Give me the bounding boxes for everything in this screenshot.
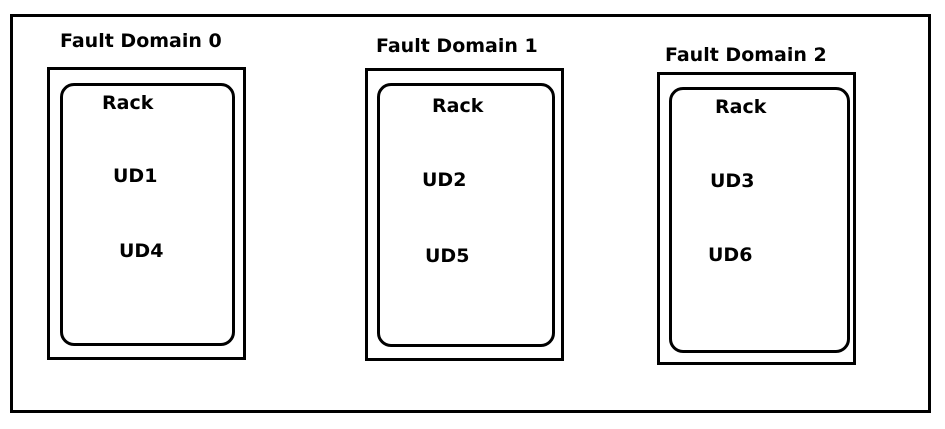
- fault-domain-1-box: Rack UD2 UD5: [365, 68, 564, 361]
- update-domain-label: UD5: [425, 245, 470, 267]
- diagram-frame: [10, 14, 931, 413]
- update-domain-label: UD1: [113, 165, 158, 187]
- rack-0-label: Rack: [102, 92, 154, 114]
- fault-domain-2-title: Fault Domain 2: [665, 44, 827, 66]
- fault-domain-1-title: Fault Domain 1: [376, 35, 538, 57]
- fault-domain-2-box: Rack UD3 UD6: [657, 72, 856, 365]
- rack-2-label: Rack: [715, 96, 767, 118]
- rack-0-box: [60, 83, 235, 346]
- fault-domain-0-title: Fault Domain 0: [60, 30, 222, 52]
- update-domain-label: UD2: [422, 169, 467, 191]
- update-domain-label: UD6: [708, 244, 753, 266]
- update-domain-label: UD3: [710, 170, 755, 192]
- fault-domain-0-box: Rack UD1 UD4: [47, 67, 246, 360]
- rack-2-box: [669, 87, 850, 353]
- rack-1-box: [377, 83, 555, 347]
- update-domain-label: UD4: [119, 240, 164, 262]
- rack-1-label: Rack: [432, 95, 484, 117]
